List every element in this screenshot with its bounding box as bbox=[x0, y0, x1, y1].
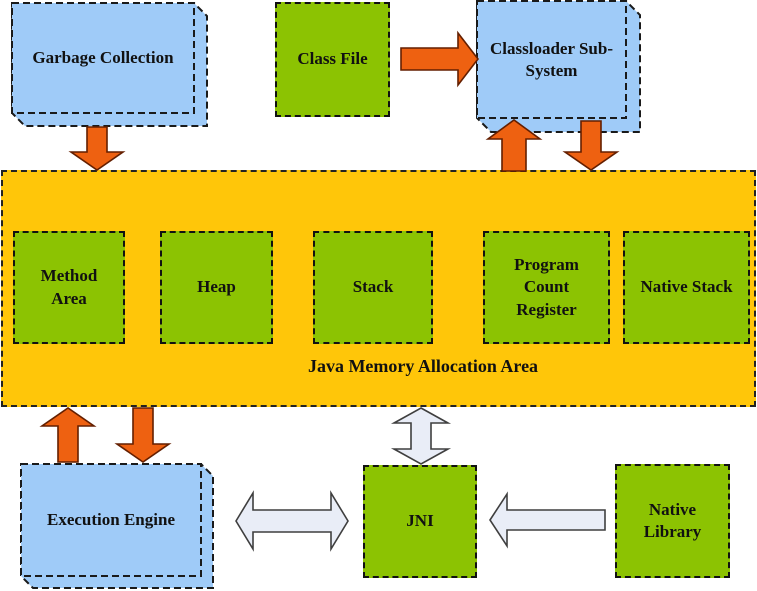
region-java-memory-title: Java Memory Allocation Area bbox=[307, 356, 539, 376]
node-classloader-subsystem-label: Classloader Sub-System bbox=[490, 39, 613, 80]
cube-shape bbox=[476, 0, 641, 133]
node-class-file: Class File bbox=[275, 2, 390, 117]
node-native-library-label: Native Library bbox=[643, 499, 702, 541]
arrow-garbage-to-memory-icon bbox=[68, 126, 126, 171]
node-stack: Stack bbox=[313, 231, 433, 344]
node-stack-label: Stack bbox=[352, 277, 394, 297]
node-heap-label: Heap bbox=[197, 277, 236, 297]
node-heap: Heap bbox=[160, 231, 273, 344]
node-program-count-register-label: Program Count Register bbox=[514, 255, 579, 319]
node-program-count-register: Program Count Register bbox=[483, 231, 610, 344]
cube-shape bbox=[20, 463, 214, 589]
node-native-stack-label: Native Stack bbox=[640, 277, 733, 297]
node-classloader-subsystem: Classloader Sub-System bbox=[476, 0, 642, 133]
node-execution-engine: Execution Engine bbox=[20, 463, 214, 589]
region-java-memory-allocation-area: Method Area Heap Stack Program Count Reg… bbox=[1, 170, 756, 407]
node-jni-label: JNI bbox=[406, 511, 434, 531]
node-garbage-collection: Garbage Collection bbox=[11, 2, 209, 128]
arrow-classfile-to-classloader-icon bbox=[400, 30, 480, 88]
node-native-library: Native Library bbox=[615, 464, 730, 578]
node-method-area: Method Area bbox=[13, 231, 125, 344]
node-class-file-label: Class File bbox=[297, 49, 368, 69]
node-jni: JNI bbox=[363, 465, 477, 578]
arrow-nativelib-to-jni-icon bbox=[489, 491, 606, 549]
node-method-area-label: Method Area bbox=[40, 266, 98, 308]
arrow-engine-jni-double-icon bbox=[235, 490, 349, 552]
node-garbage-collection-label: Garbage Collection bbox=[32, 48, 174, 68]
cube-shape bbox=[11, 2, 208, 127]
arrow-engine-to-memory-icon bbox=[39, 407, 97, 463]
node-execution-engine-label: Execution Engine bbox=[47, 510, 175, 530]
arrow-memory-jni-double-icon bbox=[390, 407, 452, 465]
node-native-stack: Native Stack bbox=[623, 231, 750, 344]
arrow-memory-to-engine-icon bbox=[114, 407, 172, 463]
